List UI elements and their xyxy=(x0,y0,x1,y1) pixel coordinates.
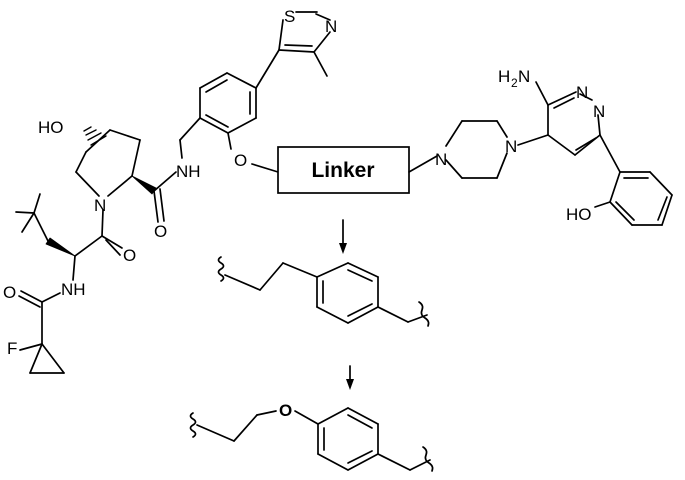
wavy-bond-right-1 xyxy=(418,301,430,327)
fluorine-label: F xyxy=(7,339,17,358)
phenol-ho-label: HO xyxy=(566,205,592,224)
amide-nh-lower-label: NH xyxy=(61,280,86,299)
piperazine-n-left-label: N xyxy=(435,150,447,169)
hydroxyl-label: HO xyxy=(38,118,64,137)
pyrrolidine-n-label: N xyxy=(94,196,106,215)
thiazole-s-label: S xyxy=(284,7,295,26)
wavy-bond-left-2 xyxy=(189,412,197,438)
pyridazine-unit: N N H 2 N N N HO xyxy=(408,67,673,226)
wedge-bond-c2 xyxy=(131,175,157,195)
carbonyl-o-mid-label: O xyxy=(123,246,136,265)
arrow-down-1 xyxy=(339,219,347,254)
aryl-thiazole-unit: O S N xyxy=(199,7,337,173)
carbonyl-o-lower-label: O xyxy=(3,283,16,302)
wedge-bond-tbu xyxy=(45,237,76,257)
amine-n-label: N xyxy=(518,67,530,86)
wavy-bond-right-2 xyxy=(422,446,434,472)
linker-variant-1 xyxy=(217,256,430,327)
linker-label: Linker xyxy=(311,159,374,182)
carbonyl-o-upper-label: O xyxy=(154,222,167,241)
linker-variant-o-label: O xyxy=(279,401,292,420)
pyridazine-n1-label: N xyxy=(576,83,588,102)
pyridazine-n2-label: N xyxy=(593,102,605,121)
vhl-ligand: HO N NH O O NH O F xyxy=(3,117,201,374)
linker-variant-2: O xyxy=(189,401,434,472)
linker-box: Linker xyxy=(277,146,410,194)
amine-h-label: H xyxy=(498,67,510,86)
arrow-down-2 xyxy=(346,365,354,390)
amide-nh-upper-label: NH xyxy=(176,162,201,181)
piperazine-n-right-label: N xyxy=(505,137,517,156)
ether-o-label: O xyxy=(234,151,247,170)
hashed-bond-oh xyxy=(83,126,107,146)
amine-subscript: 2 xyxy=(511,76,518,90)
thiazole-n-label: N xyxy=(325,17,337,36)
wavy-bond-left-1 xyxy=(217,256,225,282)
